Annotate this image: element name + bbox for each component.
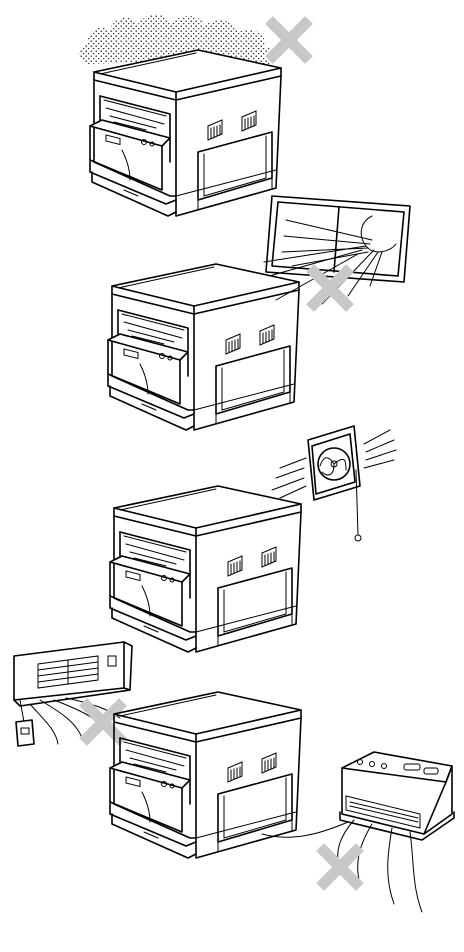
copier-1 — [90, 50, 281, 216]
copier-3 — [110, 486, 301, 652]
heat-and-cooling-panel — [14, 642, 454, 912]
ventilation-fan-panel — [110, 426, 396, 652]
sunlight-panel — [108, 196, 410, 430]
prohibited-mark-1 — [269, 20, 309, 60]
prohibited-mark-4b — [320, 847, 360, 887]
exhaust-fan-icon — [272, 426, 396, 541]
copier-4 — [110, 692, 301, 858]
copier-2 — [108, 264, 299, 430]
dust-panel — [79, 14, 309, 216]
